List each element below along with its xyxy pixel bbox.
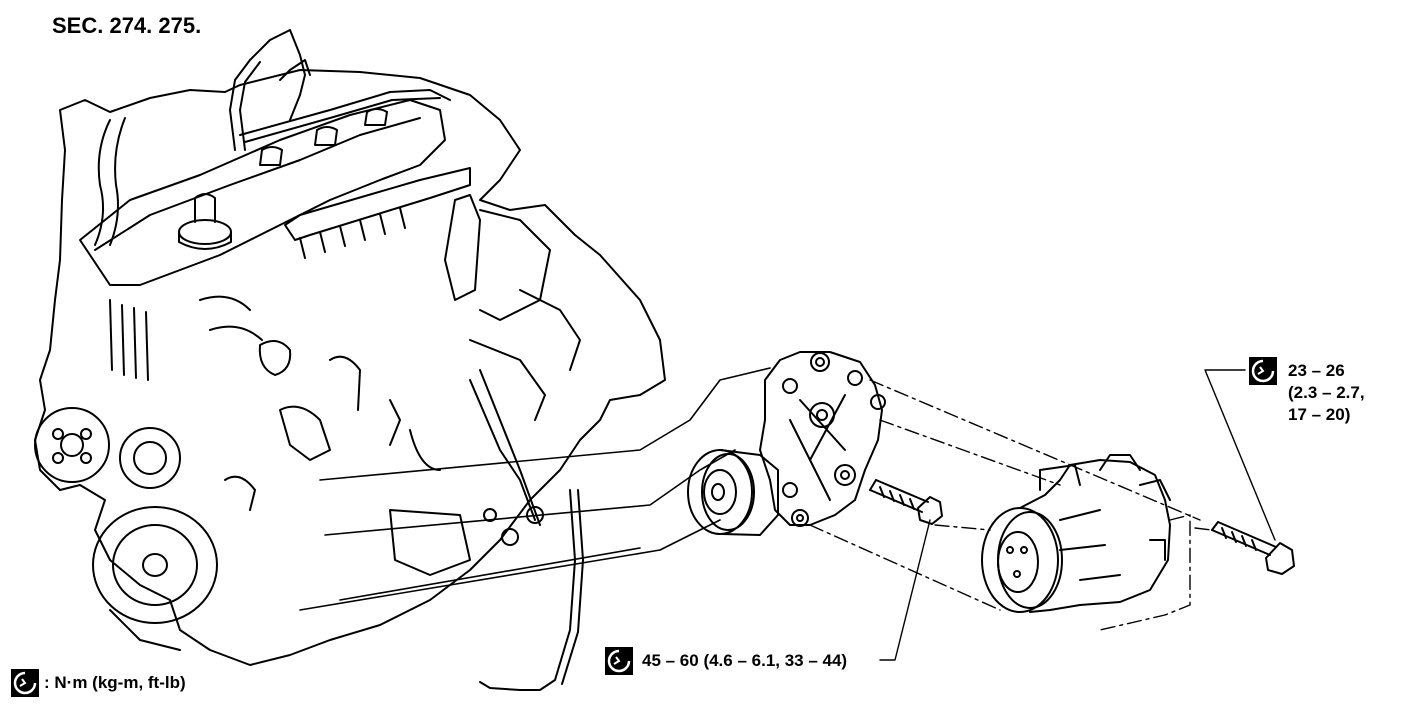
upper-long-bolt (1211, 521, 1295, 575)
upper-torque-line-3: 17 – 20) (1288, 405, 1351, 424)
torque-unit-legend: : N·m (kg-m, ft-lb) (44, 673, 186, 692)
torque-wrench-icon (1248, 356, 1278, 386)
upper-bolt-torque-spec: 23 – 26 (2.3 – 2.7, 17 – 20) (1288, 360, 1365, 426)
section-reference: SEC. 274. 275. (52, 13, 202, 38)
lower-mounting-bolt (869, 479, 943, 525)
mounting-reference-lines (299, 367, 771, 611)
lower-bolt-torque-spec: 45 – 60 (4.6 – 6.1, 33 – 44) (642, 651, 848, 670)
compressor-bracket (759, 351, 886, 527)
upper-torque-line-2: (2.3 – 2.7, (1288, 383, 1365, 402)
engine-block (34, 29, 666, 691)
assembly-dashed-lines (809, 379, 1213, 631)
callout-leaders (879, 369, 1276, 661)
idler-pulley (687, 449, 779, 536)
ac-compressor (981, 454, 1171, 613)
torque-wrench-icon (604, 646, 634, 676)
upper-torque-line-1: 23 – 26 (1288, 361, 1345, 380)
torque-wrench-icon (10, 668, 40, 698)
